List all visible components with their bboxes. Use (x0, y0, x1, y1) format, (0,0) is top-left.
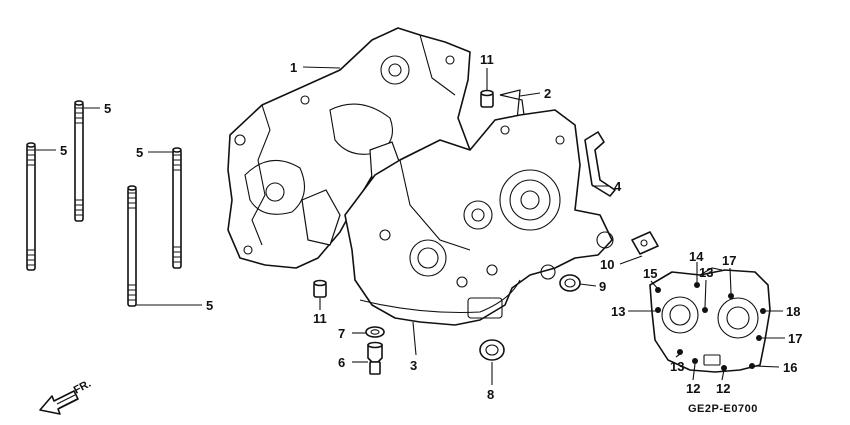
front-direction-label: FR. (72, 378, 93, 397)
callout-12-b: 12 (716, 381, 730, 396)
callout-8: 8 (487, 387, 494, 402)
callout-5-a: 5 (104, 101, 111, 116)
callout-15: 15 (643, 266, 657, 281)
case-gasket-cover (649, 267, 771, 373)
stud-bolt (127, 185, 137, 307)
callout-12-a: 12 (686, 381, 700, 396)
callout-13-a: 13 (611, 304, 625, 319)
callout-11-b: 11 (313, 311, 327, 326)
left-crankcase-half (227, 27, 471, 269)
callout-13-c: 13 (670, 359, 684, 374)
callout-16: 16 (783, 360, 797, 375)
diagram-code: GE2P-E0700 (688, 403, 758, 415)
callout-3: 3 (410, 358, 417, 373)
dowel-pin-lower (313, 279, 327, 298)
stud-bolts (26, 100, 182, 307)
callout-2: 2 (544, 86, 551, 101)
callout-13-b: 13 (699, 265, 713, 280)
callout-5-c: 5 (136, 145, 143, 160)
callout-5-d: 5 (206, 298, 213, 313)
callout-11-a: 11 (480, 52, 494, 67)
callout-5-b: 5 (60, 143, 67, 158)
oil-seal-lower (479, 339, 505, 361)
callout-6: 6 (338, 355, 345, 370)
right-crankcase-half (344, 109, 614, 326)
front-direction-arrow: FR. (39, 378, 93, 415)
oil-seal-right (559, 274, 581, 292)
callout-14: 14 (689, 249, 704, 264)
drain-bolt (367, 341, 383, 375)
callout-7: 7 (338, 326, 345, 341)
bracket-clip (584, 131, 616, 197)
dowel-pin-upper (480, 89, 494, 108)
callout-labels: 1 2 3 4 5 5 5 5 6 7 8 9 10 11 11 12 12 1… (60, 52, 802, 402)
callout-4: 4 (614, 179, 622, 194)
callout-9: 9 (599, 279, 606, 294)
tube-clip (631, 231, 659, 255)
leader-lines (36, 66, 785, 385)
callout-10: 10 (600, 257, 614, 272)
stud-bolt (74, 100, 84, 222)
callout-18: 18 (786, 304, 800, 319)
callout-1: 1 (290, 60, 297, 75)
sealing-washer (365, 326, 385, 338)
callout-17-b: 17 (788, 331, 802, 346)
stud-bolt (172, 147, 182, 269)
callout-17-a: 17 (722, 253, 736, 268)
stud-bolt (26, 142, 36, 271)
